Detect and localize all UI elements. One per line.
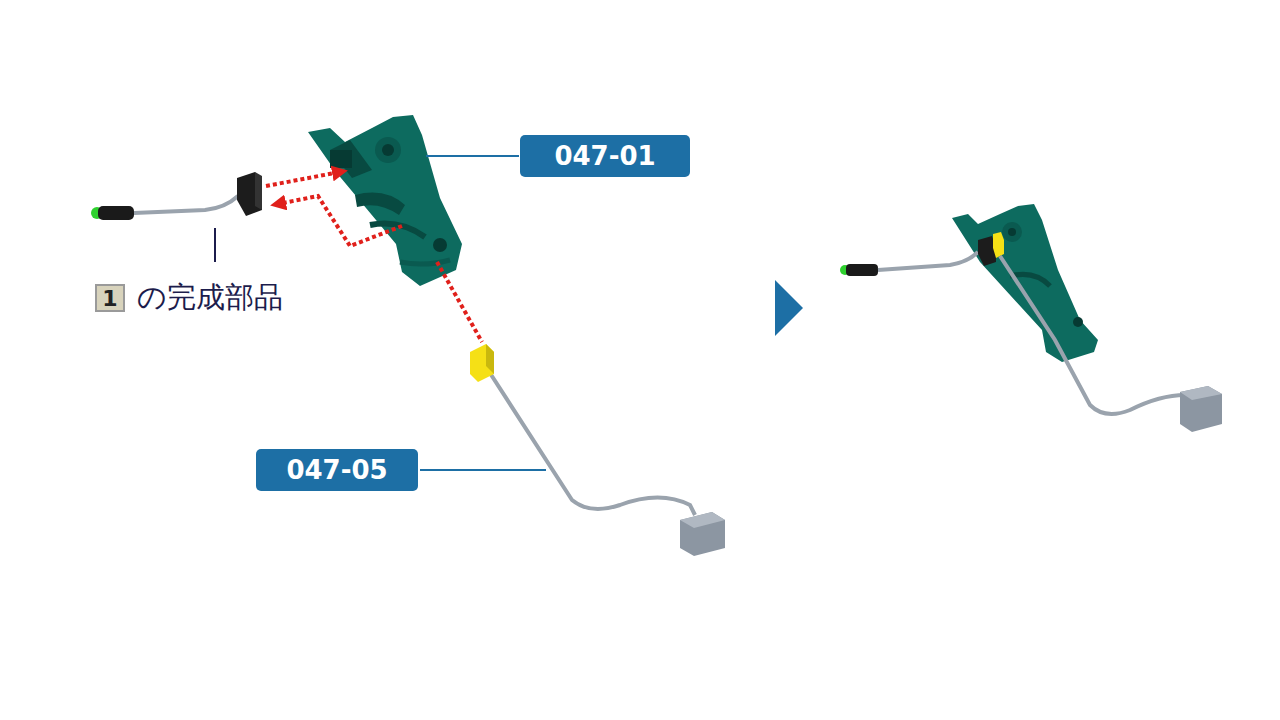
assembled-part [840,204,1222,432]
step-arrow [775,280,803,336]
step-number: 1 [95,284,125,312]
step-reference: 1 の完成部品 [95,278,283,318]
housing-part [308,115,462,286]
part-number-box: 047-01 [520,135,690,177]
step-caption: の完成部品 [137,278,283,318]
assembly-arrows [266,172,482,342]
cable-part [91,172,262,220]
part-number-box: 047-05 [256,449,418,491]
part-number: 047-05 [286,455,387,485]
part-number: 047-01 [554,141,655,171]
sensor-part [470,344,725,556]
